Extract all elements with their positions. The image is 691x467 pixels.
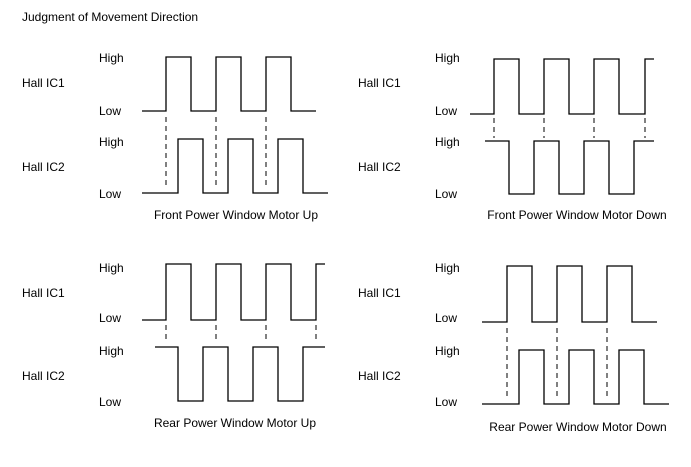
- panel-rear-motor-down: Hall IC1 High Low Hall IC2 High Low Rear…: [358, 261, 669, 434]
- high-label: High: [435, 135, 460, 149]
- signal-name-hall-ic2: Hall IC2: [358, 369, 401, 383]
- signal-name-hall-ic1: Hall IC1: [358, 76, 401, 90]
- hall-ic1-waveform: [470, 58, 654, 115]
- hall-ic2-waveform: [155, 346, 325, 402]
- low-label: Low: [99, 395, 121, 409]
- signal-name-hall-ic1: Hall IC1: [358, 286, 401, 300]
- high-label: High: [99, 344, 124, 358]
- panel-rear-motor-up: Hall IC1 High Low Hall IC2 High Low Rear…: [22, 261, 325, 430]
- panel-front-motor-up: Hall IC1 High Low Hall IC2 High Low Fron…: [22, 51, 328, 222]
- high-label: High: [435, 261, 460, 275]
- hall-ic2-waveform: [142, 138, 328, 194]
- low-label: Low: [99, 187, 121, 201]
- signal-name-hall-ic2: Hall IC2: [22, 160, 65, 174]
- high-label: High: [435, 344, 460, 358]
- panel-caption: Rear Power Window Motor Up: [154, 416, 316, 430]
- hall-ic1-waveform: [482, 265, 657, 323]
- high-label: High: [99, 261, 124, 275]
- hall-ic2-waveform: [485, 140, 654, 195]
- low-label: Low: [99, 311, 121, 325]
- low-label: Low: [435, 104, 457, 118]
- low-label: Low: [435, 311, 457, 325]
- signal-name-hall-ic2: Hall IC2: [22, 369, 65, 383]
- panel-caption: Front Power Window Motor Up: [154, 208, 318, 222]
- signal-name-hall-ic2: Hall IC2: [358, 160, 401, 174]
- high-label: High: [99, 51, 124, 65]
- low-label: Low: [99, 104, 121, 118]
- hall-ic2-waveform: [482, 349, 669, 405]
- low-label: Low: [435, 395, 457, 409]
- signal-name-hall-ic1: Hall IC1: [22, 286, 65, 300]
- panel-caption: Front Power Window Motor Down: [487, 208, 666, 222]
- high-label: High: [435, 51, 460, 65]
- high-label: High: [99, 135, 124, 149]
- panel-front-motor-down: Hall IC1 High Low Hall IC2 High Low Fron…: [358, 51, 667, 222]
- diagram-title: Judgment of Movement Direction: [22, 10, 198, 24]
- signal-name-hall-ic1: Hall IC1: [22, 76, 65, 90]
- panel-caption: Rear Power Window Motor Down: [489, 420, 666, 434]
- low-label: Low: [435, 187, 457, 201]
- hall-ic1-waveform: [142, 263, 325, 321]
- hall-ic1-waveform: [142, 56, 316, 112]
